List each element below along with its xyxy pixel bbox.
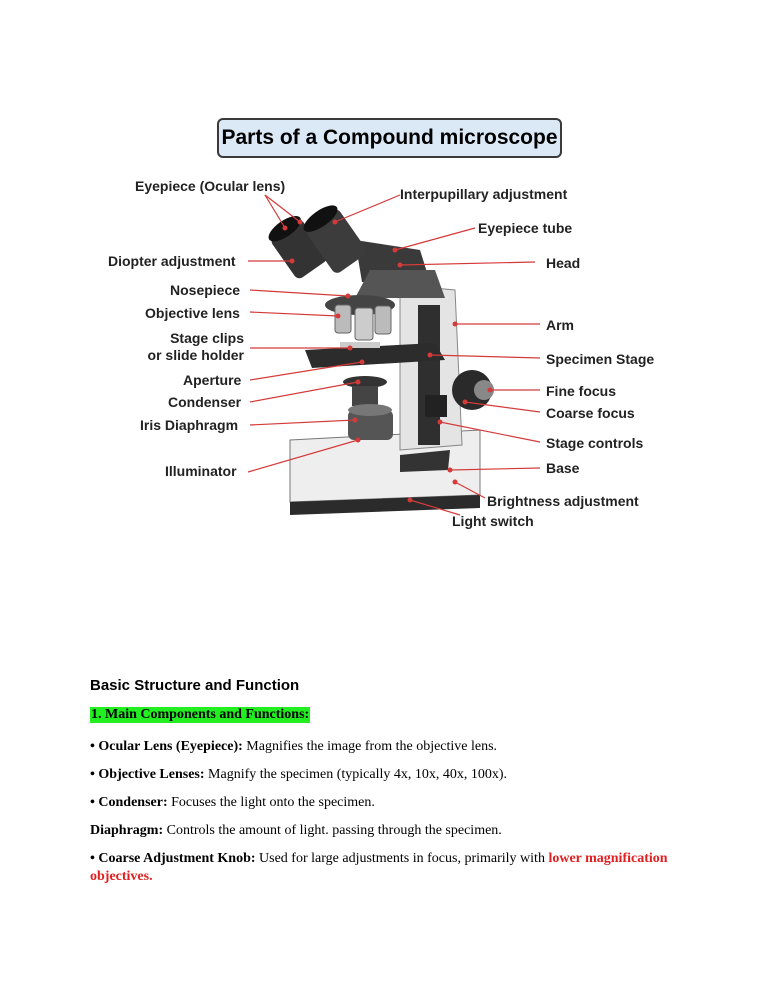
label-condenser: Condenser — [168, 394, 242, 410]
label-stage-controls: Stage controls — [546, 435, 644, 451]
label-nosepiece: Nosepiece — [170, 282, 241, 298]
microscope-figure: Parts of a Compound microscope Eyepiece … — [100, 110, 670, 540]
label-brightness: Brightness adjustment — [487, 493, 639, 509]
label-interpupillary: Interpupillary adjustment — [400, 186, 568, 202]
list-item: • Ocular Lens (Eyepiece): Magnifies the … — [90, 738, 497, 756]
item-desc: Magnifies the image from the objective l… — [242, 739, 498, 754]
list-item: • Coarse Adjustment Knob: Used for large… — [90, 850, 680, 886]
label-specimen-stage: Specimen Stage — [546, 351, 655, 367]
item-term: • Coarse Adjustment Knob: — [90, 851, 256, 866]
label-objective: Objective lens — [145, 305, 240, 321]
list-item: • Objective Lenses: Magnify the specimen… — [90, 766, 507, 784]
label-stage-clips-line1: Stage clips — [170, 330, 244, 346]
label-stage-clips-line2: or slide holder — [147, 347, 244, 363]
list-item: Diaphragm: Controls the amount of light.… — [90, 822, 502, 840]
item-term: Diaphragm: — [90, 823, 164, 838]
label-iris-diaphragm: Iris Diaphragm — [140, 417, 239, 433]
item-desc: Controls the amount of light. passing th… — [163, 823, 502, 838]
label-eyepiece: Eyepiece (Ocular lens) — [135, 178, 286, 194]
label-light-switch: Light switch — [452, 513, 534, 529]
label-head: Head — [546, 255, 581, 271]
label-coarse-focus: Coarse focus — [546, 405, 635, 421]
figure-title: Parts of a Compound microscope — [217, 118, 562, 158]
item-highlight: lower magnification objectives. — [90, 851, 668, 884]
section-subheading: 1. Main Components and Functions: — [90, 707, 311, 723]
item-term: • Ocular Lens (Eyepiece): — [90, 739, 243, 754]
item-desc: Focuses the light onto the specimen. — [167, 795, 375, 810]
item-term: • Condenser: — [90, 795, 168, 810]
microscope-illustration — [247, 194, 541, 516]
label-fine-focus: Fine focus — [546, 383, 617, 399]
item-desc: Used for large adjustments in focus, pri… — [255, 851, 549, 866]
label-stage-clips: Stage clips or slide holder — [138, 330, 244, 364]
label-arm: Arm — [546, 317, 575, 333]
label-eyepiece-tube: Eyepiece tube — [478, 220, 573, 236]
label-illuminator: Illuminator — [165, 463, 237, 479]
label-aperture: Aperture — [183, 372, 242, 388]
label-base: Base — [546, 460, 580, 476]
list-item: • Condenser: Focuses the light onto the … — [90, 794, 375, 812]
item-term: • Objective Lenses: — [90, 767, 205, 782]
label-diopter: Diopter adjustment — [108, 253, 236, 269]
item-desc: Magnify the specimen (typically 4x, 10x,… — [204, 767, 508, 782]
section-heading: Basic Structure and Function — [90, 677, 300, 694]
